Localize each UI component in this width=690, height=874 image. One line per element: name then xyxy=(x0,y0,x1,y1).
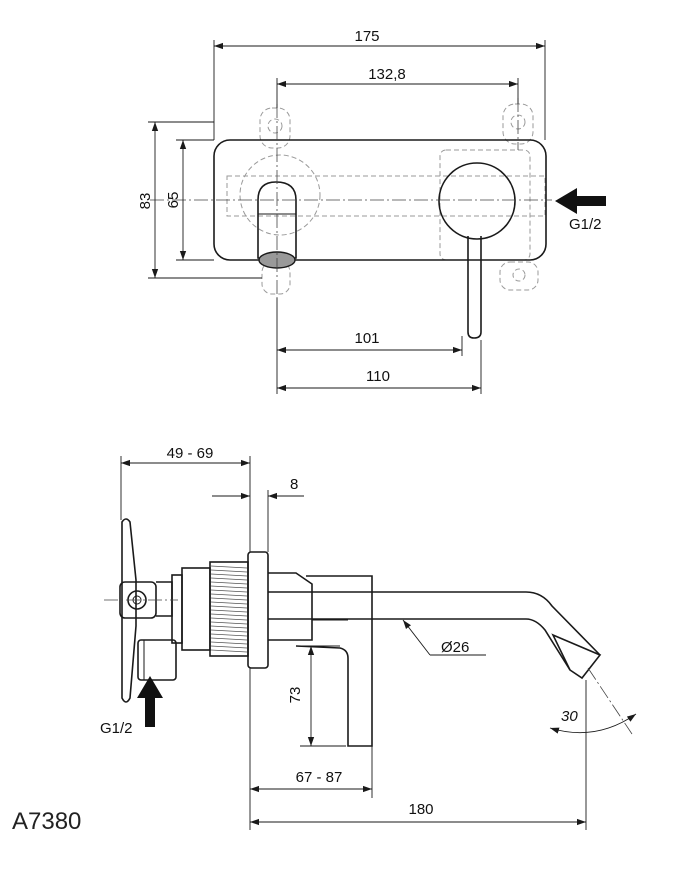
dim-30-label: 30 xyxy=(561,708,578,725)
lever-side xyxy=(295,575,373,747)
dim-175-label: 175 xyxy=(354,28,379,45)
thread-line xyxy=(210,621,248,625)
side-view: 49 - 69 8 73 67 - 87 180 Ø26 30 G1/2 xyxy=(100,445,637,830)
thread-line xyxy=(210,585,248,589)
handle-front xyxy=(438,162,516,339)
dim-49-69-label: 49 - 69 xyxy=(167,445,214,462)
dim-angle-arc xyxy=(549,713,637,734)
wall-plate-side xyxy=(247,551,269,669)
thread-line xyxy=(210,573,248,577)
thread-line xyxy=(210,629,248,633)
thread-line xyxy=(210,589,248,593)
thread-line xyxy=(210,613,248,617)
thread-line xyxy=(210,565,248,569)
thread-line xyxy=(210,605,248,609)
inlet-arrow-icon xyxy=(555,188,606,214)
threaded-sleeve xyxy=(209,561,249,657)
thread-line xyxy=(210,581,248,585)
thread-line xyxy=(210,569,248,573)
front-inlet-label: G1/2 xyxy=(569,216,602,233)
thread-line xyxy=(210,593,248,597)
dim-101-label: 101 xyxy=(354,330,379,347)
thread-line xyxy=(210,601,248,605)
dim-110-label: 110 xyxy=(366,368,390,385)
thread-line xyxy=(210,637,248,641)
thread-line xyxy=(210,633,248,637)
dim-132-8-label: 132,8 xyxy=(368,66,406,83)
thread-line xyxy=(210,577,248,581)
thread-line xyxy=(210,649,248,653)
inlet-arrow-up-icon xyxy=(137,676,163,727)
dim-8-label: 8 xyxy=(290,476,298,493)
dim-diameter-label: Ø26 xyxy=(441,639,469,656)
thread-line xyxy=(210,617,248,621)
product-code: A7380 xyxy=(12,808,81,835)
thread-line xyxy=(210,645,248,649)
thread-line xyxy=(210,609,248,613)
thread-line xyxy=(210,597,248,601)
valve-body-side xyxy=(119,518,211,703)
dim-180-label: 180 xyxy=(408,801,433,818)
spout-side xyxy=(268,591,602,680)
dim-65-label: 65 xyxy=(165,192,182,209)
dim-73-label: 73 xyxy=(287,687,304,704)
thread-line xyxy=(210,625,248,629)
dim-67-87-label: 67 - 87 xyxy=(296,769,343,786)
front-view: 175 132,8 83 65 101 110 G1/2 xyxy=(137,28,606,394)
side-inlet-label: G1/2 xyxy=(100,720,133,737)
thread-line xyxy=(210,641,248,645)
dim-83-label: 83 xyxy=(137,193,154,210)
